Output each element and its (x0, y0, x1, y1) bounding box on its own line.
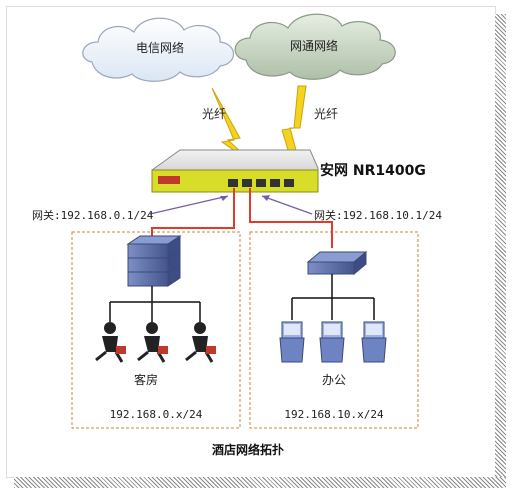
office-zone-box (249, 231, 419, 429)
office-zone-label: 办公 (322, 372, 346, 387)
router-device (151, 149, 319, 193)
router-logo (158, 176, 180, 184)
gateway-arrow-left (149, 195, 229, 215)
netcom-cloud-label: 网通网络 (290, 38, 338, 53)
frame-shadow-right (495, 14, 506, 484)
router-port (256, 179, 266, 187)
office-workstation-icon (361, 321, 387, 363)
telecom-cloud-label: 电信网络 (136, 40, 184, 55)
router-port (270, 179, 280, 187)
office-zone-subnet: 192.168.10.x/24 (284, 408, 384, 421)
guest-zone-subnet: 192.168.0.x/24 (110, 408, 203, 421)
uplink-cable-office (249, 188, 333, 248)
guest-user-icon (137, 322, 168, 363)
gateway-label-right: 网关:192.168.10.1/24 (314, 208, 442, 222)
guest-user-icon (95, 322, 126, 363)
frame-shadow-bottom (14, 477, 506, 488)
guest-links (109, 286, 201, 322)
office-workstation-icon (319, 321, 345, 363)
fiber-label-right: 光纤 (314, 107, 338, 121)
gateway-arrow-right (261, 195, 313, 215)
office-links (291, 274, 375, 320)
router-port (242, 179, 252, 187)
uplink-cable-guest (151, 188, 235, 240)
router-port (228, 179, 238, 187)
router-port (284, 179, 294, 187)
guest-zone-label: 客房 (134, 372, 158, 387)
telecom-cloud: 电信网络 (82, 17, 235, 82)
guest-user-icon (185, 322, 216, 363)
diagram-caption: 酒店网络拓扑 (212, 442, 284, 457)
office-workstation-icon (279, 321, 305, 363)
diagram-frame (6, 6, 496, 478)
netcom-cloud: 网通网络 (234, 13, 396, 80)
fiber-label-left: 光纤 (202, 107, 226, 121)
guest-switch-stack (126, 235, 182, 287)
gateway-label-left: 网关:192.168.0.1/24 (32, 208, 154, 222)
guest-zone-box (71, 231, 241, 429)
office-switch (306, 250, 368, 276)
router-name: 安网 NR1400G (320, 162, 426, 179)
